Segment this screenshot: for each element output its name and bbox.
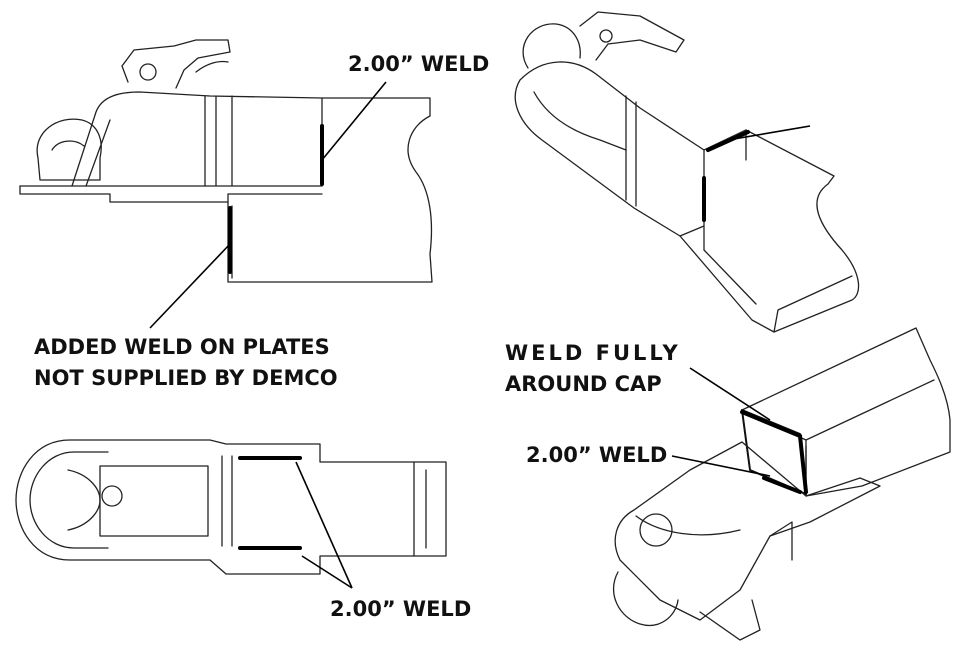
cap-tube — [741, 327, 951, 497]
coupler-ball — [36, 118, 102, 181]
isometric-view-coupler — [514, 11, 860, 333]
iso-ball — [522, 23, 581, 69]
weld-cap-side — [762, 476, 802, 494]
weld-label-top: 2.00” WELD — [348, 52, 490, 76]
weld-label-right: 2.00” WELD — [526, 443, 668, 467]
frame-tube — [227, 97, 433, 283]
cap-housing — [614, 441, 881, 621]
weld-iso-top — [706, 130, 750, 152]
coupler-body — [71, 91, 323, 187]
weld-fully-label-line1: WELD FULLY — [505, 341, 681, 365]
weld-fully-label-line2: AROUND CAP — [505, 372, 662, 396]
latch-lever — [121, 39, 231, 89]
added-weld-label-line1: ADDED WELD ON PLATES — [34, 335, 330, 359]
added-weld-label-line2: NOT SUPPLIED BY DEMCO — [34, 366, 338, 390]
weld-around-cap — [740, 410, 802, 438]
iso-latch — [579, 11, 685, 61]
weld-label-bottom: 2.00” WELD — [330, 597, 472, 621]
top-view-outline — [15, 439, 447, 575]
iso-tube — [679, 129, 860, 333]
base-plate — [19, 185, 323, 203]
iso-housing — [514, 61, 705, 237]
top-view-coupler — [15, 439, 447, 589]
side-view-coupler — [19, 39, 433, 329]
isometric-view-with-cap — [612, 327, 951, 641]
